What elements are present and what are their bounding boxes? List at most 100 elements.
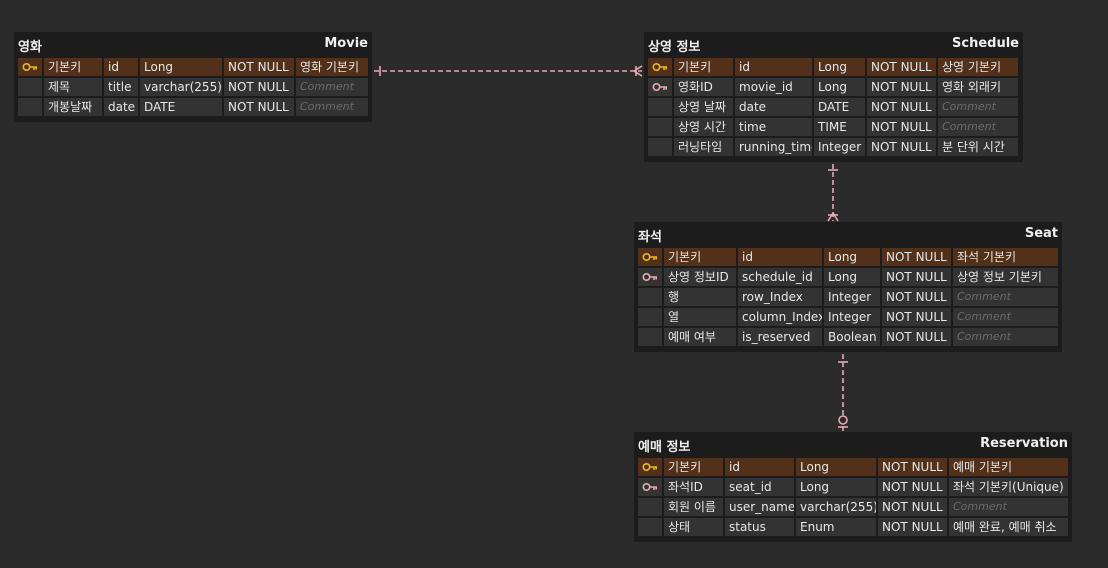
logical-name-cell[interactable]: 상영 날짜 <box>674 98 733 116</box>
nullable-cell[interactable]: NOT NULL <box>878 518 947 536</box>
physical-name-cell[interactable]: title <box>104 78 138 96</box>
nullable-cell[interactable]: NOT NULL <box>882 308 951 326</box>
comment-cell[interactable]: 영화 기본키 <box>296 58 368 76</box>
logical-name-cell[interactable]: 기본키 <box>674 58 733 76</box>
nullable-cell[interactable]: NOT NULL <box>224 98 294 116</box>
data-type-cell[interactable]: Integer <box>824 288 880 306</box>
data-type-cell[interactable]: Integer <box>814 138 865 156</box>
comment-cell[interactable]: Comment <box>953 328 1058 346</box>
data-type-cell[interactable]: DATE <box>140 98 222 116</box>
physical-name-cell[interactable]: running_time <box>735 138 812 156</box>
comment-cell[interactable]: 상영 기본키 <box>938 58 1018 76</box>
comment-cell[interactable]: Comment <box>953 288 1058 306</box>
logical-name-cell[interactable]: 상영 시간 <box>674 118 733 136</box>
physical-name-cell[interactable]: seat_id <box>725 478 794 496</box>
physical-name-cell[interactable]: id <box>104 58 138 76</box>
nullable-cell[interactable]: NOT NULL <box>878 458 947 476</box>
logical-name-cell[interactable]: 기본키 <box>664 248 736 266</box>
comment-cell[interactable]: 좌석 기본키(Unique) <box>949 478 1068 496</box>
comment-cell[interactable]: Comment <box>953 308 1058 326</box>
comment-cell[interactable]: Comment <box>296 98 368 116</box>
physical-name-cell[interactable]: id <box>735 58 812 76</box>
nullable-cell[interactable]: NOT NULL <box>867 98 936 116</box>
comment-cell[interactable]: 영화 외래키 <box>938 78 1018 96</box>
logical-name-cell[interactable]: 기본키 <box>664 458 723 476</box>
physical-name-cell[interactable]: status <box>725 518 794 536</box>
physical-name-cell[interactable]: movie_id <box>735 78 812 96</box>
data-type-cell[interactable]: Boolean <box>824 328 880 346</box>
data-type-cell[interactable]: varchar(255) <box>796 498 876 516</box>
nullable-cell[interactable]: NOT NULL <box>882 288 951 306</box>
data-type-cell[interactable]: Long <box>140 58 222 76</box>
data-type-cell[interactable]: TIME <box>814 118 865 136</box>
logical-name-cell[interactable]: 러닝타임 <box>674 138 733 156</box>
physical-name-cell[interactable]: row_Index <box>738 288 822 306</box>
logical-name-cell[interactable]: 좌석ID <box>664 478 723 496</box>
nullable-cell[interactable]: NOT NULL <box>867 78 936 96</box>
logical-name-cell[interactable]: 영화ID <box>674 78 733 96</box>
data-type-cell[interactable]: Long <box>814 58 865 76</box>
logical-name-cell[interactable]: 기본키 <box>44 58 102 76</box>
logical-name-cell[interactable]: 제목 <box>44 78 102 96</box>
logical-name-cell[interactable]: 개봉날짜 <box>44 98 102 116</box>
physical-name-cell[interactable]: date <box>735 98 812 116</box>
logical-name-cell[interactable]: 예매 여부 <box>664 328 736 346</box>
comment-cell[interactable]: 예매 기본키 <box>949 458 1068 476</box>
logical-name-cell[interactable]: 회원 이름 <box>664 498 723 516</box>
logical-name-cell[interactable]: 열 <box>664 308 736 326</box>
physical-name-cell[interactable]: time <box>735 118 812 136</box>
nullable-cell[interactable]: NOT NULL <box>882 328 951 346</box>
comment-cell[interactable]: 좌석 기본키 <box>953 248 1058 266</box>
nullable-cell[interactable]: NOT NULL <box>867 118 936 136</box>
logical-name-cell[interactable]: 상태 <box>664 518 723 536</box>
nullable-cell[interactable]: NOT NULL <box>878 498 947 516</box>
comment-cell[interactable]: Comment <box>938 118 1018 136</box>
physical-name-cell[interactable]: schedule_id <box>738 268 822 286</box>
comment-cell[interactable]: 상영 정보 기본키 <box>953 268 1058 286</box>
data-type-cell[interactable]: Long <box>796 478 876 496</box>
comment-cell[interactable]: Comment <box>938 98 1018 116</box>
comment-cell[interactable]: 예매 완료, 예매 취소 <box>949 518 1068 536</box>
physical-name-cell[interactable]: date <box>104 98 138 116</box>
physical-name-cell[interactable]: id <box>725 458 794 476</box>
nullable-cell[interactable]: NOT NULL <box>224 78 294 96</box>
logical-name-cell[interactable]: 상영 정보ID <box>664 268 736 286</box>
nullable-cell[interactable]: NOT NULL <box>867 58 936 76</box>
data-type-cell[interactable]: varchar(255) <box>140 78 222 96</box>
data-type-cell[interactable]: Integer <box>824 308 880 326</box>
data-type-cell[interactable]: DATE <box>814 98 865 116</box>
data-type-cell[interactable]: Long <box>796 458 876 476</box>
physical-name-cell[interactable]: column_Index <box>738 308 822 326</box>
logical-name-cell[interactable]: 행 <box>664 288 736 306</box>
nullable-cell[interactable]: NOT NULL <box>867 138 936 156</box>
physical-name-cell[interactable]: user_name <box>725 498 794 516</box>
nullable-cell[interactable]: NOT NULL <box>224 58 294 76</box>
data-type-cell[interactable]: Long <box>814 78 865 96</box>
nullable-cell[interactable]: NOT NULL <box>882 268 951 286</box>
nullable-cell[interactable]: NOT NULL <box>878 478 947 496</box>
nullable-cell[interactable]: NOT NULL <box>882 248 951 266</box>
physical-name-cell[interactable]: id <box>738 248 822 266</box>
comment-cell[interactable]: 분 단위 시간 <box>938 138 1018 156</box>
data-type-cell[interactable]: Enum <box>796 518 876 536</box>
